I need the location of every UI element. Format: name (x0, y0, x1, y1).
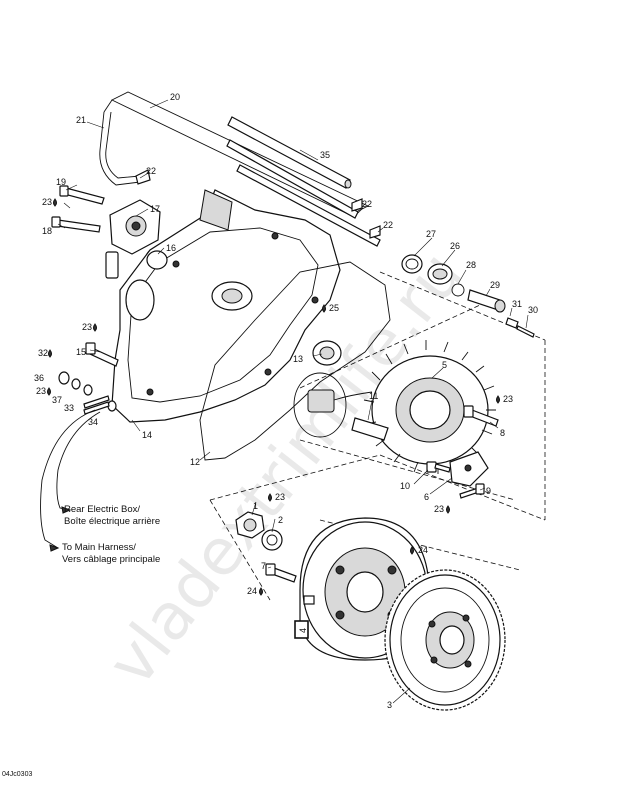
callout-8: 8 (500, 428, 505, 438)
leader-lines (57, 99, 529, 704)
ring-gear (384, 569, 506, 711)
callout-1: 1 (253, 501, 258, 511)
bolts-upper-left (51, 185, 105, 233)
callout-26: 26 (450, 241, 460, 251)
screw-9 (459, 483, 485, 499)
small-tubes (226, 139, 381, 247)
harness-wires (40, 409, 101, 552)
callout-20: 20 (170, 92, 180, 102)
callout-6: 6 (424, 492, 429, 502)
bolt-7 (265, 563, 297, 583)
callout-23: 23 (82, 322, 92, 332)
callout-15: 15 (76, 347, 86, 357)
callout-19: 19 (56, 177, 66, 187)
callout-7: 7 (261, 561, 266, 571)
callout-21: 21 (76, 115, 86, 125)
nut-1 (235, 511, 265, 539)
callout-32: 32 (38, 348, 48, 358)
callout-23: 23 (36, 386, 46, 396)
callout-23: 23 (434, 504, 444, 514)
bushing-26 (427, 263, 453, 285)
tube-35 (227, 116, 352, 189)
callout-17: 17 (150, 204, 160, 214)
main-harness-label-en: To Main Harness/ (62, 542, 136, 553)
screw-10 (426, 461, 451, 473)
washers-stack (58, 371, 117, 415)
figure-code: 04Jc0303 (2, 771, 32, 778)
stator (363, 340, 496, 474)
bolt-15 (85, 342, 119, 367)
callout-10: 10 (400, 481, 410, 491)
callout-24: 24 (418, 545, 428, 555)
callout-23: 23 (503, 394, 513, 404)
liquid-drop-icon (93, 323, 97, 332)
rear-box-label-fr: Boîte électrique arrière (64, 516, 160, 527)
callout-25: 25 (329, 303, 339, 313)
bracket-11 (351, 417, 389, 441)
callout-30: 30 (528, 305, 538, 315)
callout-5: 5 (442, 360, 447, 370)
callout-11: 11 (369, 391, 378, 401)
callout-28: 28 (466, 260, 476, 270)
ring-27 (401, 254, 423, 274)
callout-22: 22 (146, 166, 156, 176)
hose-21 (99, 111, 141, 186)
callout-14: 14 (142, 430, 152, 440)
gasket-12 (199, 261, 391, 461)
svg-text:4: 4 (298, 628, 308, 633)
callout-34: 34 (88, 417, 98, 427)
liquid-drop-icon (268, 493, 272, 502)
tube-35-end (344, 179, 352, 189)
trigger-sensor (293, 340, 373, 438)
callout-18: 18 (42, 226, 52, 236)
callout-9: 9 (486, 486, 491, 496)
liquid-drop-icon (259, 587, 263, 596)
callout-33: 33 (64, 403, 74, 413)
callout-35: 35 (320, 150, 330, 160)
shaft-29 (467, 289, 506, 313)
main-harness-label-fr: Vers câblage principale (62, 554, 160, 565)
callout-23: 23 (275, 492, 285, 502)
callout-22: 22 (362, 199, 372, 209)
callout-37: 37 (52, 395, 62, 405)
liquid-drop-icon (48, 349, 52, 358)
liquid-drop-icon (322, 304, 326, 313)
connector-6 (449, 451, 489, 487)
liquid-drop-icon (47, 387, 51, 396)
wiring-notes: Rear Electric Box/ Boîte électrique arri… (62, 504, 160, 565)
callout-12: 12 (190, 457, 200, 467)
boxed-callout-4: 4 (294, 620, 309, 639)
seal-16 (146, 250, 168, 270)
liquid-drop-icon (410, 546, 414, 555)
tube-20 (103, 91, 370, 216)
callout-24: 24 (247, 586, 257, 596)
callout-31: 31 (512, 299, 522, 309)
liquid-drop-icon (496, 395, 500, 404)
callout-13: 13 (293, 354, 303, 364)
callout-23: 23 (42, 197, 52, 207)
callout-22: 22 (383, 220, 393, 230)
rear-box-label-en: Rear Electric Box/ (64, 504, 140, 515)
liquid-drop-icon (446, 505, 450, 514)
liquid-drop-icon (53, 198, 57, 207)
clip-31 (505, 317, 519, 329)
callout-labels: 20 21 35 22 22 22 19 23 18 17 16 27 26 2… (34, 92, 538, 710)
drop-markers (47, 198, 500, 596)
screw-8 (463, 405, 499, 427)
callout-29: 29 (490, 280, 500, 290)
clip-22 (135, 169, 381, 239)
callout-27: 27 (426, 229, 436, 239)
callout-16: 16 (166, 243, 176, 253)
washer-2 (261, 529, 283, 551)
pin-30 (516, 325, 535, 338)
magneto-housing (111, 189, 341, 423)
callout-3: 3 (387, 700, 392, 710)
callout-2: 2 (278, 515, 283, 525)
callout-36: 36 (34, 373, 44, 383)
